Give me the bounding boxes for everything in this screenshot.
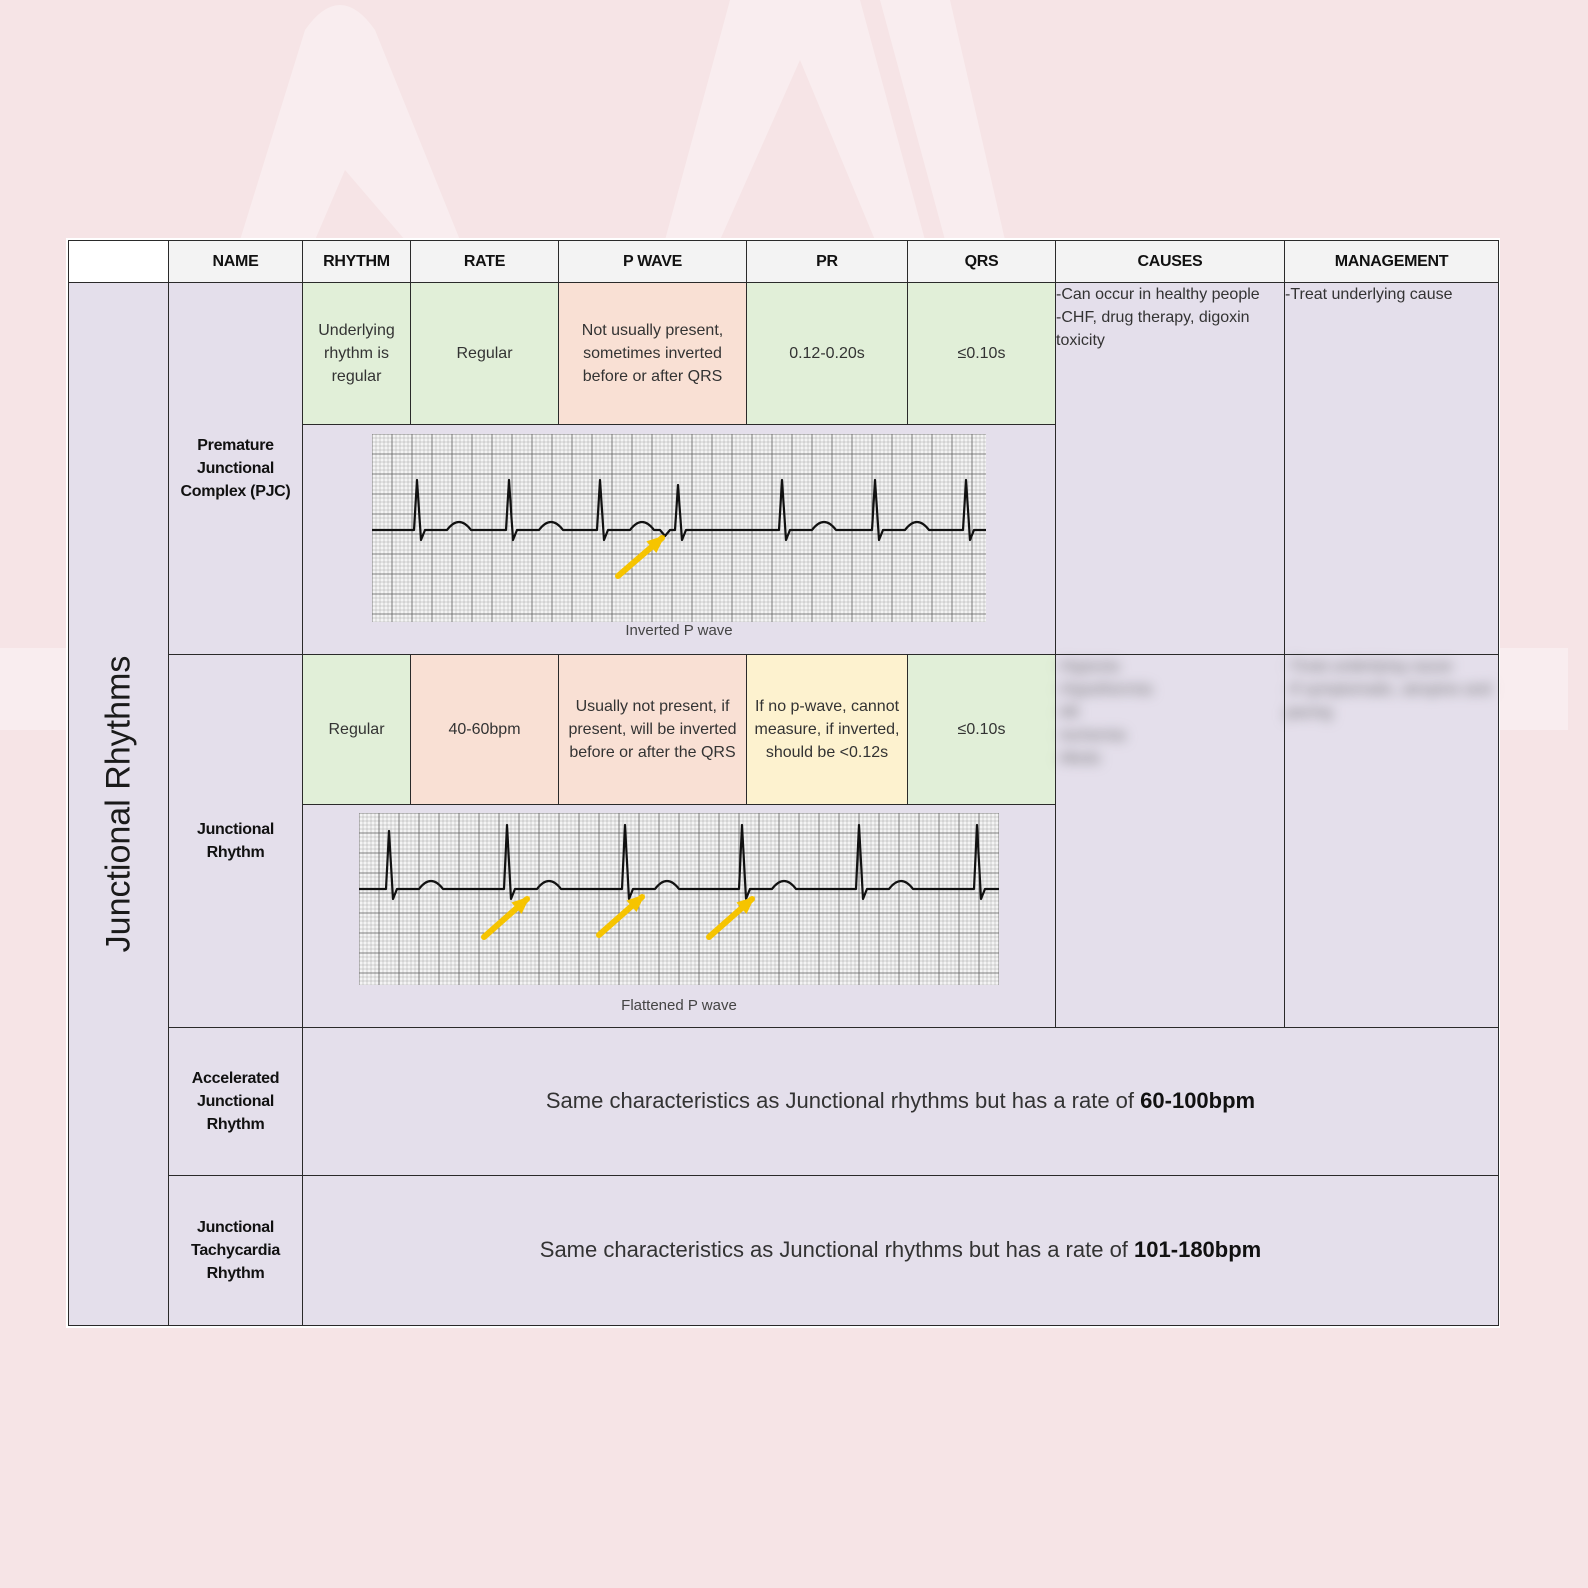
- list-item: -Hypoxia: [1056, 658, 1120, 676]
- header-row: NAME RHYTHM RATE P WAVE PR QRS CAUSES MA…: [68, 239, 1499, 284]
- junctional-management: -Treat underlying cause -If symptomatic,…: [1284, 654, 1499, 1028]
- junctional-p-wave: Usually not present, if present, will be…: [558, 654, 747, 806]
- summary-rate: 101-180bpm: [1134, 1237, 1262, 1263]
- arrow-head: [511, 896, 530, 915]
- summary-text: Same characteristics as Junctional rhyth…: [539, 1237, 1135, 1263]
- header-pr: PR: [746, 239, 908, 284]
- ecg-trace: [359, 824, 999, 901]
- list-item: -MI: [1056, 704, 1080, 722]
- background-watermark: [240, 0, 1005, 240]
- list-item: -Can occur in healthy people: [1056, 286, 1260, 304]
- list-item: -CHF, drug therapy, digoxin toxicity: [1056, 309, 1250, 350]
- table-row: Accelerated Junctional Rhythm Same chara…: [69, 1026, 1499, 1176]
- pjc-management: -Treat underlying cause: [1284, 282, 1499, 656]
- name-accelerated: Accelerated Junctional Rhythm: [168, 1026, 303, 1176]
- junctional-causes: -Hypoxia -Hypothermia -MI -Ischemia -Med…: [1055, 654, 1285, 1028]
- junctional-qrs: ≤0.10s: [907, 654, 1056, 806]
- summary-text: Same characteristics as Junctional rhyth…: [545, 1088, 1141, 1114]
- header-rhythm: RHYTHM: [302, 239, 411, 284]
- pjc-causes: -Can occur in healthy people -CHF, drug …: [1055, 282, 1285, 656]
- header-qrs: QRS: [907, 239, 1056, 284]
- table-row: Inverted P wave: [69, 424, 1499, 656]
- pjc-strip-cell: Inverted P wave: [302, 424, 1056, 656]
- name-junctional: Junctional Rhythm: [168, 654, 303, 1028]
- table-row: Junctional Tachycardia Rhythm Same chara…: [69, 1174, 1499, 1327]
- corner-cell: [68, 239, 169, 284]
- graph-paper: [372, 434, 986, 623]
- header-management: MANAGEMENT: [1284, 239, 1499, 284]
- blurred-causes: -Hypoxia -Hypothermia -MI -Ischemia -Med…: [1056, 655, 1284, 770]
- pjc-p-wave: Not usually present, sometimes inverted …: [558, 282, 747, 426]
- list-item: -Meds: [1056, 750, 1101, 768]
- arrow-head: [736, 896, 755, 915]
- grid-major: [359, 813, 999, 986]
- tachycardia-summary: Same characteristics as Junctional rhyth…: [302, 1174, 1499, 1327]
- list-item: -If symptomatic, atropine and pacing: [1285, 681, 1492, 722]
- name-tachycardia: Junctional Tachycardia Rhythm: [168, 1174, 303, 1327]
- ecg-strip-pjc: [372, 434, 986, 623]
- list-item: -Ischemia: [1056, 727, 1126, 745]
- table-row: Flattened P wave: [69, 804, 1499, 1028]
- accelerated-summary: Same characteristics as Junctional rhyth…: [302, 1026, 1499, 1176]
- list-item: -Treat underlying cause: [1285, 658, 1453, 676]
- table-row: Junctional Rhythm Regular 40-60bpm Usual…: [69, 654, 1499, 1028]
- arrow-head: [646, 535, 666, 554]
- junctional-strip-cell: Flattened P wave: [302, 804, 1056, 1028]
- header-name: NAME: [168, 239, 303, 284]
- junctional-rate: 40-60bpm: [410, 654, 559, 806]
- blurred-management: -Treat underlying cause -If symptomatic,…: [1285, 655, 1498, 724]
- ecg-strip-junctional: [359, 813, 999, 986]
- table-row: Junctional Rhythms Premature Junctional …: [68, 282, 1499, 1326]
- header-p-wave: P WAVE: [558, 239, 747, 284]
- side-label-cell: Junctional Rhythms: [68, 282, 169, 1326]
- list-item: -Treat underlying cause: [1285, 286, 1453, 304]
- summary-rate: 60-100bpm: [1140, 1088, 1256, 1114]
- rhythm-table: NAME RHYTHM RATE P WAVE PR QRS CAUSES MA…: [68, 239, 1499, 1327]
- rhythm-table-sheet: NAME RHYTHM RATE P WAVE PR QRS CAUSES MA…: [66, 238, 1500, 1328]
- pjc-rate: Regular: [410, 282, 559, 426]
- pjc-pr: 0.12-0.20s: [746, 282, 908, 426]
- side-label: Junctional Rhythms: [99, 655, 137, 953]
- pjc-rhythm: Underlying rhythm is regular: [302, 282, 411, 426]
- grid-major: [372, 434, 986, 623]
- pjc-qrs: ≤0.10s: [907, 282, 1056, 426]
- name-pjc: Premature Junctional Complex (PJC): [168, 282, 303, 656]
- list-item: -Hypothermia: [1056, 681, 1153, 699]
- junctional-strip-caption: Flattened P wave: [621, 997, 737, 1015]
- arrow-head: [626, 894, 645, 913]
- pjc-strip-caption: Inverted P wave: [625, 622, 733, 640]
- junctional-rhythm: Regular: [302, 654, 411, 806]
- header-rate: RATE: [410, 239, 559, 284]
- ecg-trace: [372, 479, 986, 542]
- junctional-pr: If no p-wave, cannot measure, if inverte…: [746, 654, 908, 806]
- header-causes: CAUSES: [1055, 239, 1285, 284]
